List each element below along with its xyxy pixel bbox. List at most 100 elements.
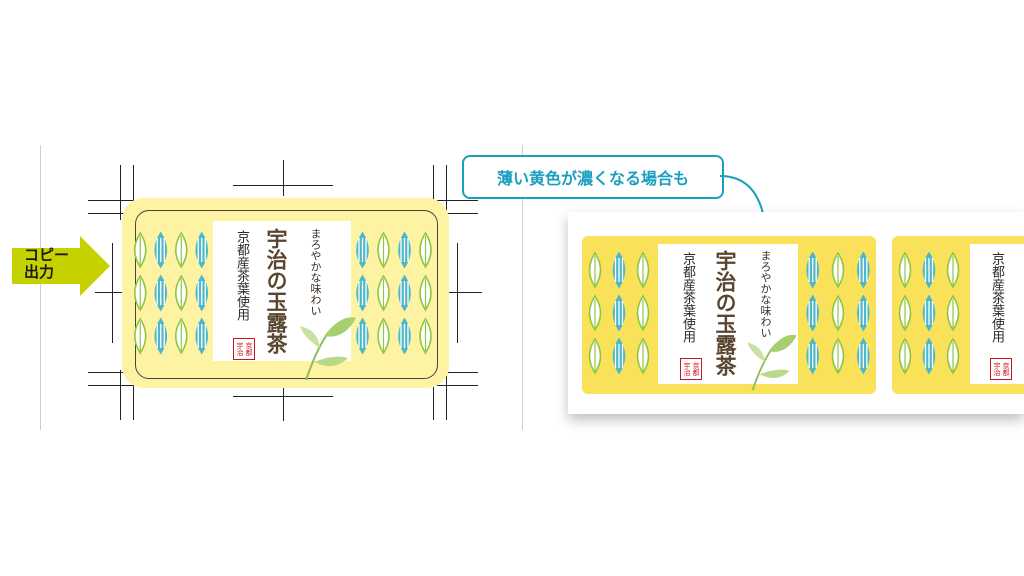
green-leaf-icon xyxy=(946,294,960,332)
teal-leaf-icon xyxy=(195,231,209,269)
green-leaf-icon xyxy=(898,294,912,332)
green-leaf-icon xyxy=(377,274,390,312)
origin-note: 京都産茶葉使用 xyxy=(680,252,695,343)
teal-leaf-icon xyxy=(154,231,168,269)
crop-mark xyxy=(112,243,113,343)
teal-leaf-icon xyxy=(806,337,819,375)
teal-leaf-icon xyxy=(398,274,411,312)
crop-mark xyxy=(447,292,482,293)
crop-mark xyxy=(433,200,478,201)
teal-leaf-icon xyxy=(195,274,209,312)
crop-mark xyxy=(446,165,447,220)
copy-label-line2: 出力 xyxy=(24,263,55,281)
green-leaf-icon xyxy=(377,231,390,269)
crop-mark xyxy=(88,372,133,373)
green-leaf-icon xyxy=(636,337,650,375)
seal-text: 京都宇治 xyxy=(683,362,700,376)
green-leaf-icon xyxy=(133,274,147,312)
green-leaf-icon xyxy=(588,251,602,289)
leaf-pattern-left xyxy=(133,231,209,355)
crop-mark xyxy=(88,200,133,201)
seal-text: 京都宇治 xyxy=(993,362,1010,376)
teal-leaf-icon xyxy=(356,274,369,312)
teal-leaf-icon xyxy=(922,294,936,332)
subtitle: まろやかな味わい xyxy=(759,250,772,338)
leaf-pattern-left xyxy=(898,251,960,375)
product-title: 宇治の玉露茶 xyxy=(713,250,738,376)
tea-leaf-illustration xyxy=(300,317,356,381)
callout-box: 薄い黄色が濃くなる場合も xyxy=(462,155,724,199)
green-leaf-icon xyxy=(636,294,650,332)
teal-leaf-icon xyxy=(195,317,209,355)
teal-leaf-icon xyxy=(857,251,870,289)
green-leaf-icon xyxy=(133,317,147,355)
green-leaf-icon xyxy=(946,251,960,289)
green-leaf-icon xyxy=(831,294,845,332)
green-leaf-icon xyxy=(636,251,650,289)
crop-mark xyxy=(120,165,121,220)
crop-mark xyxy=(433,370,434,420)
green-leaf-icon xyxy=(419,317,432,355)
crop-mark xyxy=(433,385,478,386)
crop-mark xyxy=(283,160,284,196)
crop-mark xyxy=(233,396,333,397)
green-leaf-icon xyxy=(133,231,147,269)
crop-mark xyxy=(457,243,458,343)
crop-mark xyxy=(133,370,134,420)
green-leaf-icon xyxy=(174,317,188,355)
green-leaf-icon xyxy=(588,294,602,332)
teal-leaf-icon xyxy=(612,294,626,332)
copy-label-line1: コピー xyxy=(24,246,70,264)
crop-mark xyxy=(233,185,333,186)
left-divider xyxy=(40,145,41,430)
green-leaf-icon xyxy=(898,251,912,289)
seal-stamp: 京都宇治 xyxy=(680,358,702,380)
origin-note: 京都産茶葉使用 xyxy=(234,230,249,321)
green-leaf-icon xyxy=(946,337,960,375)
leaf-pattern-right xyxy=(356,231,432,355)
copy-output-arrow xyxy=(12,236,110,296)
crop-mark xyxy=(88,385,133,386)
crop-mark xyxy=(433,165,434,220)
green-leaf-icon xyxy=(419,274,432,312)
green-leaf-icon xyxy=(898,337,912,375)
teal-leaf-icon xyxy=(398,231,411,269)
teal-leaf-icon xyxy=(398,317,411,355)
green-leaf-icon xyxy=(377,317,390,355)
copy-output-label: コピー 出力 xyxy=(24,247,69,281)
green-leaf-icon xyxy=(588,337,602,375)
seal-stamp: 京都宇治 xyxy=(233,338,255,360)
teal-leaf-icon xyxy=(612,337,626,375)
teal-leaf-icon xyxy=(612,251,626,289)
green-leaf-icon xyxy=(831,251,845,289)
green-leaf-icon xyxy=(419,231,432,269)
teal-leaf-icon xyxy=(922,337,936,375)
teal-leaf-icon xyxy=(154,274,168,312)
leaf-pattern-right xyxy=(806,251,870,375)
subtitle: まろやかな味わい xyxy=(309,228,322,316)
callout-text: 薄い黄色が濃くなる場合も xyxy=(496,169,689,188)
middle-divider xyxy=(522,145,523,430)
crop-mark xyxy=(88,213,133,214)
seal-stamp: 京都宇治 xyxy=(990,358,1012,380)
crop-mark xyxy=(446,370,447,420)
teal-leaf-icon xyxy=(857,294,870,332)
white-panel xyxy=(213,221,351,361)
teal-leaf-icon xyxy=(356,317,369,355)
teal-leaf-icon xyxy=(154,317,168,355)
origin-note: 京都産茶葉使用 xyxy=(989,252,1004,343)
crop-mark xyxy=(120,370,121,420)
crop-mark xyxy=(433,213,478,214)
leaf-pattern-left xyxy=(588,251,650,375)
teal-leaf-icon xyxy=(857,337,870,375)
tea-leaf-illustration xyxy=(747,334,797,391)
product-title: 宇治の玉露茶 xyxy=(264,228,289,354)
teal-leaf-icon xyxy=(356,231,369,269)
teal-leaf-icon xyxy=(806,251,819,289)
crop-mark xyxy=(283,385,284,421)
green-leaf-icon xyxy=(174,231,188,269)
crop-mark xyxy=(433,372,478,373)
green-leaf-icon xyxy=(174,274,188,312)
seal-text: 京都宇治 xyxy=(236,342,253,356)
teal-leaf-icon xyxy=(806,294,819,332)
